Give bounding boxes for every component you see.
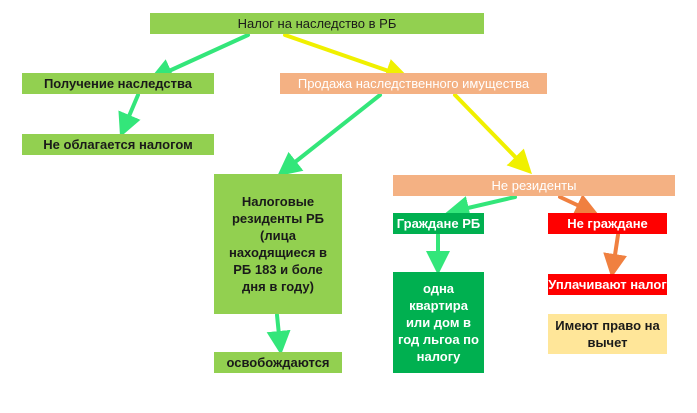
arrow-non-residents-to-non-citizens (558, 194, 600, 216)
node-sale-of-inherited-property: Продажа наследственного имущества (280, 73, 547, 94)
node-root: Налог на наследство в РБ (150, 13, 484, 34)
node-tax-residents: Налоговые резиденты РБ (лица находящиеся… (214, 174, 342, 314)
node-pay-tax: Уплачивают налог (548, 274, 667, 295)
node-benefit: одна квартира или дом в год льгоа по нал… (393, 272, 484, 373)
node-inheritance: Получение наследства (22, 73, 214, 94)
node-non-citizens: Не граждане (548, 213, 667, 234)
arrow-non-residents-to-citizens (445, 195, 517, 220)
node-not-taxed: Не облагается налогом (22, 134, 214, 155)
node-non-residents: Не резиденты (393, 175, 675, 196)
arrow-inheritance-to-not-taxed (118, 93, 141, 138)
node-right-to-deduction: Имеют право на вычет (548, 314, 667, 354)
arrow-sale-to-non-residents (453, 93, 532, 175)
arrow-sale-to-tax-residents (277, 93, 382, 177)
arrow-root-to-sale (283, 33, 410, 82)
node-exempt: освобождаются (214, 352, 342, 373)
arrow-tax-residents-to-exempt (266, 313, 291, 355)
node-citizens: Граждане РБ (393, 213, 484, 234)
arrow-root-to-inheritance (148, 33, 250, 82)
arrow-non-citizens-to-pay-tax (603, 233, 627, 278)
